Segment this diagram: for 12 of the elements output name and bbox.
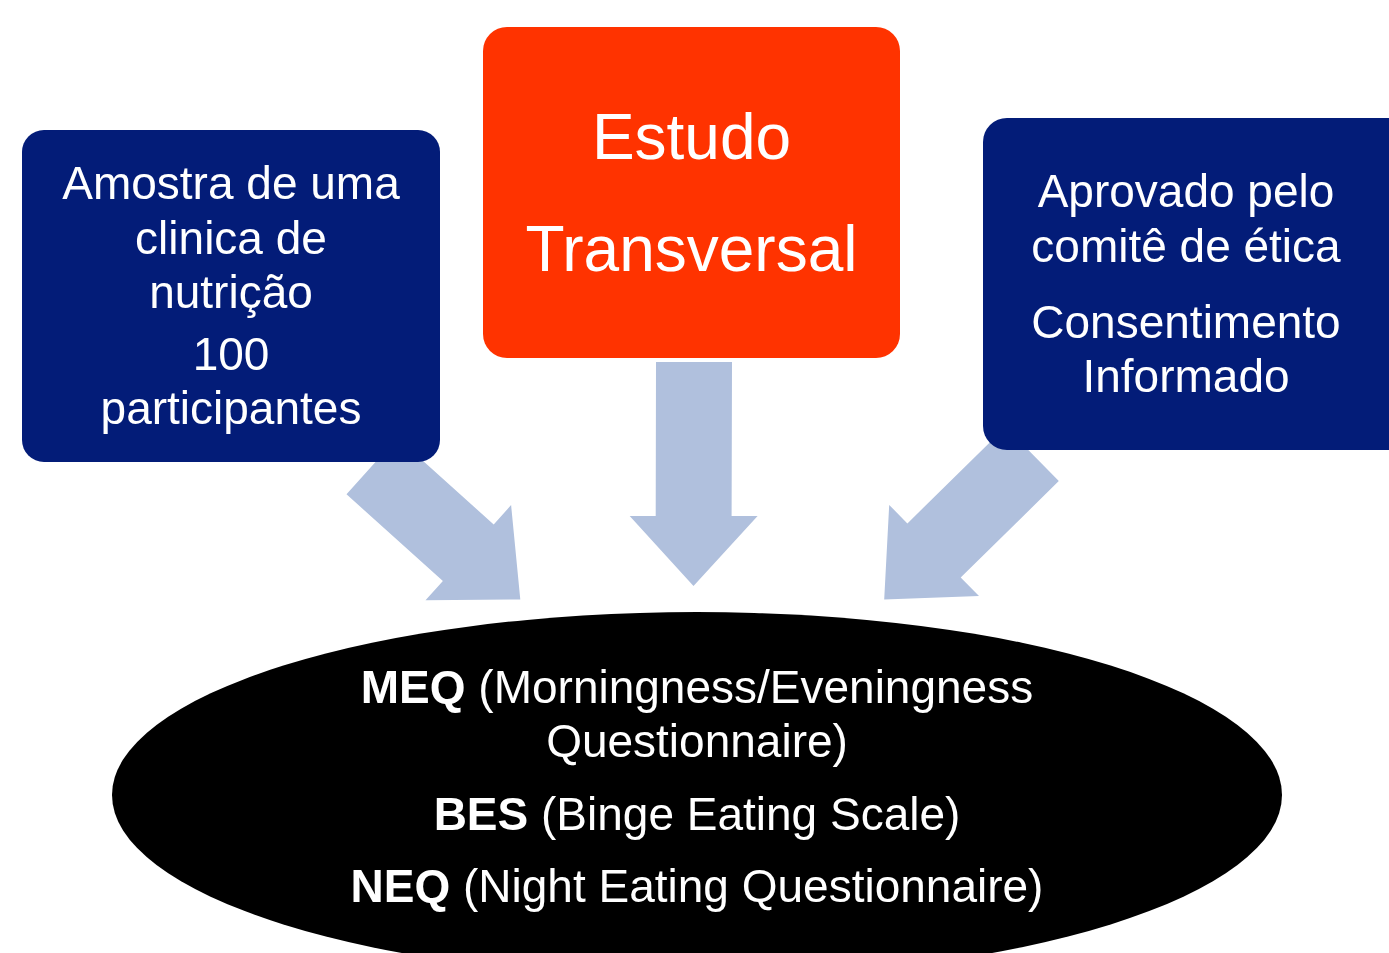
node-text: BES (Binge Eating Scale) <box>433 786 961 841</box>
node-text: Aprovado pelo comitê de ética <box>1030 164 1342 273</box>
node-text: Consentimento Informado <box>1030 295 1342 404</box>
node-text: NEQ (Night Eating Questionnaire) <box>350 858 1044 914</box>
node-text: MEQ (Morningness/Eveningness Questionnaire) <box>359 660 1035 769</box>
node-text: 100 participantes <box>99 327 363 436</box>
node-text: Amostra de uma clinica de nutrição <box>61 156 401 320</box>
process-box <box>483 27 900 358</box>
info-box <box>22 130 440 462</box>
block-arrow <box>629 361 758 586</box>
info-box <box>983 118 1389 450</box>
node-text: Estudo Transversal <box>524 99 859 287</box>
